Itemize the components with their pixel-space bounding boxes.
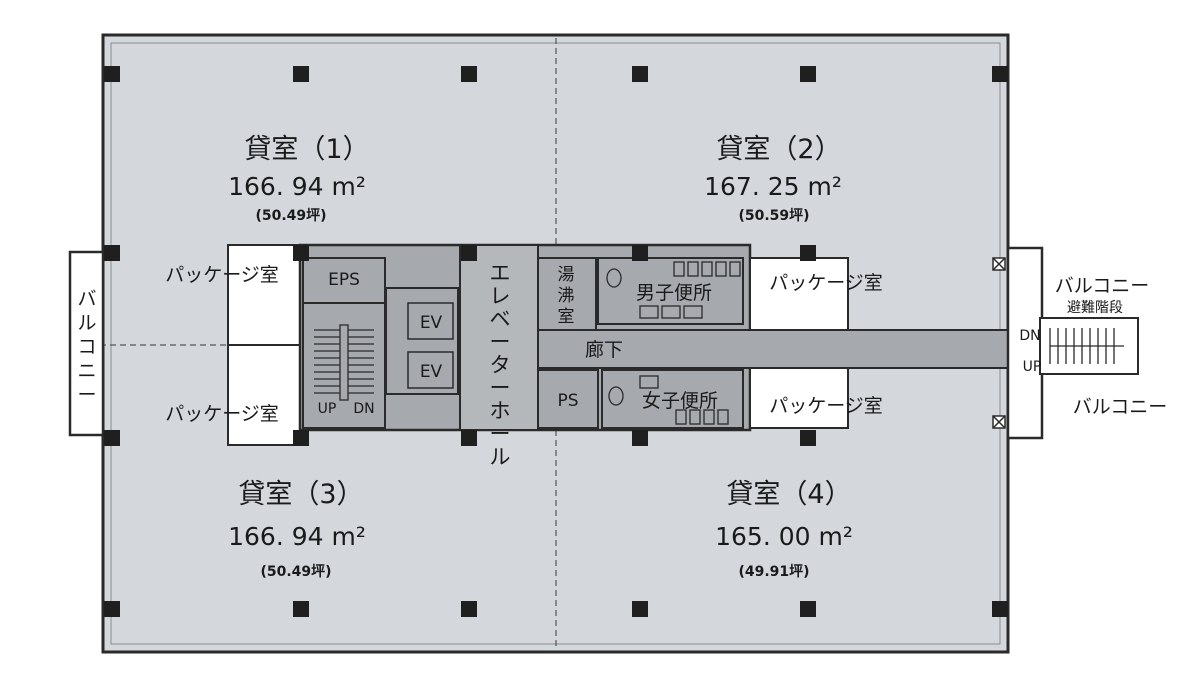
balcony-right (1006, 246, 1044, 440)
unit-4-tsubo: (49.91坪) (738, 564, 809, 580)
balcony-left (68, 250, 105, 437)
ev-label-2: EV (420, 362, 443, 382)
package-room-label-lb: パッケージ室 (165, 403, 279, 425)
evac-stair-treads (1049, 328, 1124, 364)
columns (104, 66, 1008, 617)
mens-toilet-fixtures (606, 261, 741, 319)
unit-4-name: 貸室（4） (726, 479, 851, 510)
mens-toilet-room (597, 257, 744, 325)
eps-room (302, 257, 386, 304)
ps-label: PS (557, 391, 578, 411)
evac-stairs-label: 避難階段 (1067, 300, 1123, 316)
womens-toilet-room (601, 369, 744, 429)
package-room-left-top (227, 244, 304, 346)
package-room-label-rb: パッケージ室 (769, 395, 883, 417)
balcony-right-bottom-label: バルコニー (1073, 396, 1168, 418)
evac-stair-up-label: UP (1023, 359, 1042, 375)
unit-1-name: 貸室（1） (244, 134, 369, 165)
kitchenette-char-2: 沸 (558, 286, 575, 306)
womens-toilet-label: 女子便所 (642, 390, 718, 412)
ps-room (537, 369, 599, 429)
unit-4-area: 165. 00 m² (715, 522, 853, 551)
unit-2-name: 貸室（2） (716, 134, 841, 165)
kitchenette-label: 湯 沸 室 (558, 265, 575, 327)
balcony-left-char-2: ル (77, 312, 96, 334)
womens-toilet-fixtures (608, 375, 729, 425)
elevator-hall-char-1: エ (490, 261, 511, 285)
stair-up-label: UP (318, 401, 337, 417)
balcony-left-label: バ ル コ ニ ー (77, 288, 96, 406)
unit-1-tsubo: (50.49坪) (255, 208, 326, 224)
kitchenette-char-1: 湯 (558, 265, 575, 285)
stair-dn-label: DN (353, 401, 374, 417)
ev-car-1 (407, 302, 454, 340)
ev-label-1: EV (420, 313, 443, 333)
elevator-hall-label: エ レ ベ ー タ ー ホ ー ル (490, 261, 511, 469)
balcony-left-char-3: コ (77, 336, 96, 358)
stair-treads (314, 324, 374, 401)
balcony-left-char-4: ニ (77, 360, 96, 382)
eps-label: EPS (328, 270, 360, 290)
package-room-right-bottom (749, 367, 849, 429)
elevator-hall-char-4: ー (490, 330, 511, 354)
kitchenette-char-3: 室 (558, 307, 575, 327)
package-room-left-bottom (227, 344, 304, 446)
corridor-label: 廊下 (585, 339, 623, 361)
elevator-hall-char-9: ル (490, 445, 511, 469)
elevator-hall-char-2: レ (490, 284, 511, 308)
elevator-hall-char-6: ー (490, 376, 511, 400)
package-room-label-lt: パッケージ室 (165, 264, 279, 286)
elevator-hall-char-8: ー (490, 422, 511, 446)
unit-3-area: 166. 94 m² (228, 522, 366, 551)
evac-stair-dn-label: DN (1019, 328, 1040, 344)
unit-3-tsubo: (50.49坪) (260, 564, 331, 580)
balcony-left-char-1: バ (77, 288, 96, 310)
elevator-hall (459, 244, 539, 431)
balcony-left-char-5: ー (77, 384, 96, 406)
balcony-right-markers (992, 257, 1006, 429)
unit-2-tsubo: (50.59坪) (738, 208, 809, 224)
elevator-hall-char-5: タ (490, 353, 511, 377)
unit-1-area: 166. 94 m² (228, 172, 366, 201)
elevator-hall-char-7: ホ (490, 399, 511, 423)
kitchenette-room (537, 257, 597, 331)
unit-2-area: 167. 25 m² (704, 172, 842, 201)
mens-toilet-label: 男子便所 (636, 282, 712, 304)
unit-3-name: 貸室（3） (238, 479, 363, 510)
elevator-hall-char-3: ベ (490, 307, 511, 331)
balcony-right-top-label: バルコニー (1055, 275, 1150, 297)
package-room-right-top (749, 257, 849, 331)
package-room-label-rt: パッケージ室 (769, 272, 883, 294)
ev-car-2 (407, 351, 454, 389)
